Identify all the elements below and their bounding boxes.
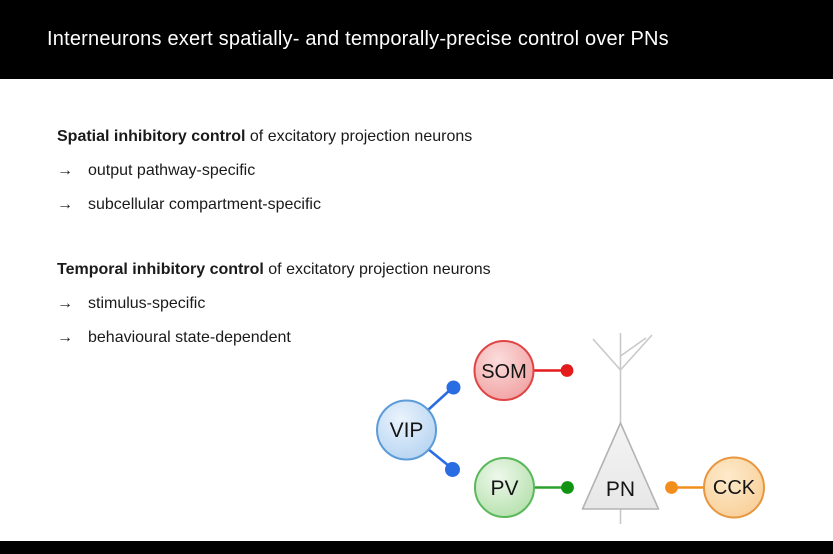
pn-label: PN	[606, 478, 635, 501]
section-heading-bold: Spatial inhibitory control	[57, 128, 246, 145]
vip-neuron	[376, 399, 437, 461]
som-synapse-dot	[560, 364, 574, 377]
bullet-text: behavioural state-dependent	[88, 329, 291, 346]
section-heading-rest: of excitatory projection neurons	[263, 261, 491, 278]
arrow-glyph: →	[57, 329, 73, 346]
bullet-text: output pathway-specific	[88, 162, 256, 179]
vip-label: VIP	[390, 419, 424, 442]
bullet-item: → stimulus-specific	[57, 293, 617, 314]
bullet-text: subcellular compartment-specific	[88, 196, 321, 213]
cck-neuron	[703, 456, 765, 519]
bullet-text: stimulus-specific	[88, 295, 206, 312]
section-temporal-control: Temporal inhibitory control of excitator…	[57, 259, 617, 361]
bullet-item: → subcellular compartment-specific	[57, 194, 617, 215]
cck-label: CCK	[713, 477, 756, 499]
slide-footer	[0, 541, 833, 554]
pn-dendrite-branch-left	[592, 338, 622, 371]
section-heading-bold: Temporal inhibitory control	[57, 261, 264, 278]
section-spatial-control: Spatial inhibitory control of excitatory…	[57, 126, 617, 228]
som-label: SOM	[481, 361, 527, 383]
slide-title: Interneurons exert spatially- and tempor…	[47, 28, 669, 50]
slide-header: Interneurons exert spatially- and tempor…	[0, 0, 833, 79]
arrow-glyph: →	[57, 196, 73, 213]
vip-synapse-dot-upper	[446, 380, 461, 395]
pv-synapse-dot	[561, 481, 574, 494]
cck-synapse-dot	[665, 481, 678, 494]
arrow-glyph: →	[57, 295, 73, 312]
vip-synapse-dot-lower	[445, 462, 460, 477]
section-heading-rest: of excitatory projection neurons	[245, 128, 473, 145]
section-heading: Spatial inhibitory control of excitatory…	[57, 126, 617, 147]
bullet-item: → behavioural state-dependent	[57, 327, 617, 348]
vip-synapse-line-lower	[427, 447, 450, 468]
bullet-item: → output pathway-specific	[57, 160, 617, 181]
pv-neuron	[474, 457, 535, 518]
vip-synapse-line-upper	[427, 389, 451, 411]
arrow-glyph: →	[57, 162, 73, 179]
pn-dendritic-tree	[592, 333, 653, 524]
pn-neuron	[581, 422, 660, 510]
interneuron-circuit-diagram: PN VIP SOM PV CCK	[376, 333, 765, 524]
pn-dendrite-branch-right-upper	[620, 337, 647, 357]
section-heading: Temporal inhibitory control of excitator…	[57, 259, 617, 280]
som-neuron	[473, 340, 535, 401]
pn-dendrite-branch-right	[619, 334, 653, 371]
pv-label: PV	[490, 477, 518, 500]
